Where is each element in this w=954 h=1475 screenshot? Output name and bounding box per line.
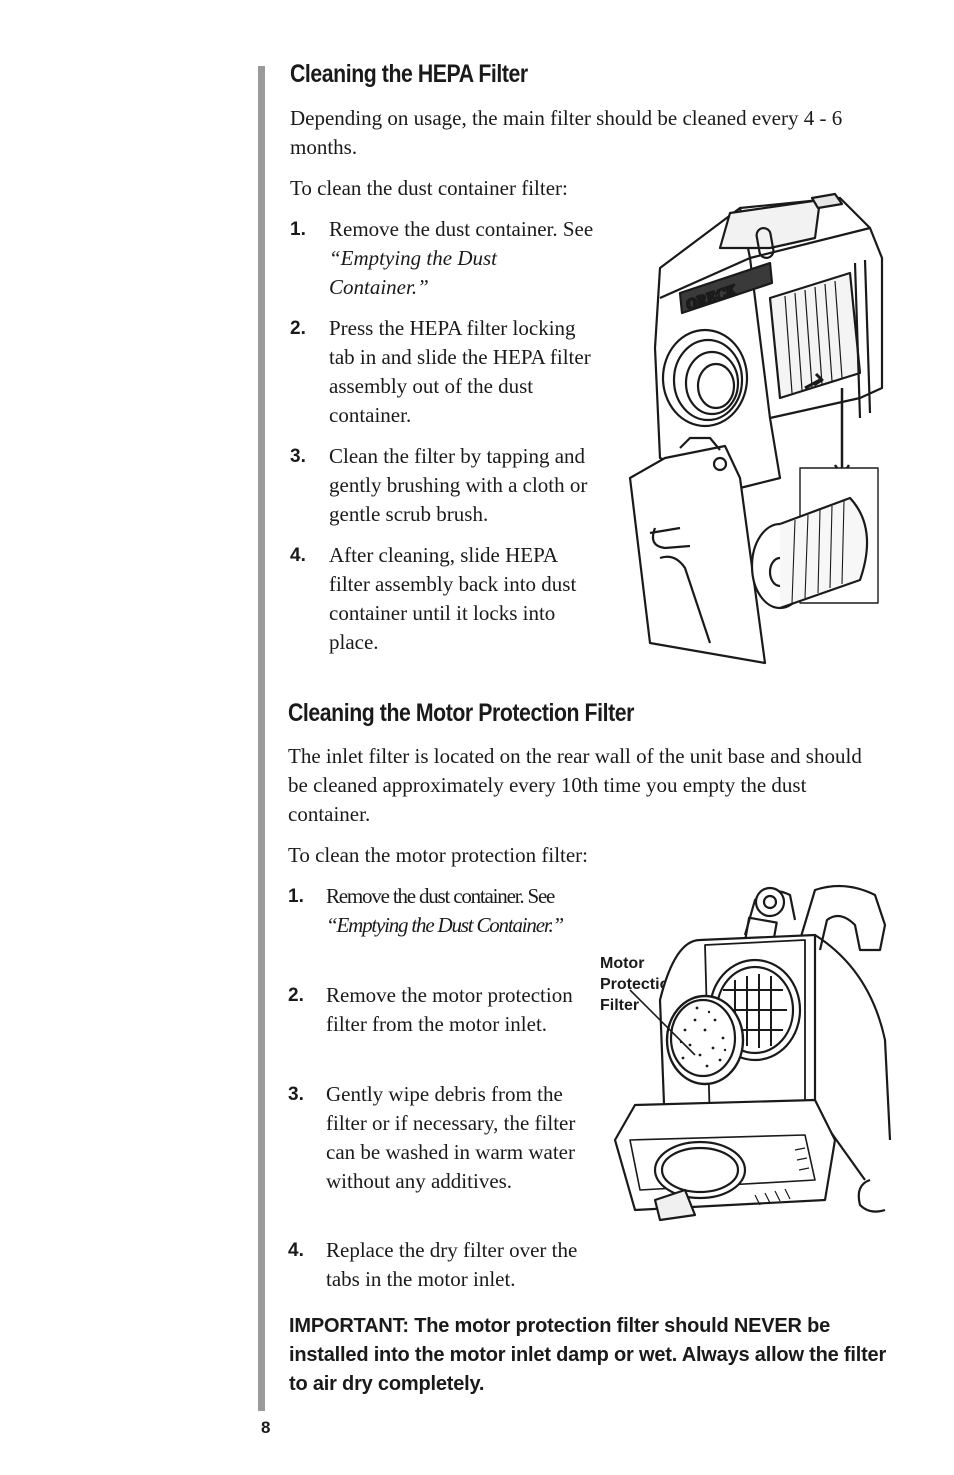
step-text: Remove the motor protection filter from … xyxy=(326,983,573,1036)
important-notice: IMPORTANT: The motor protection filter s… xyxy=(289,1315,887,1395)
step-number: 4. xyxy=(288,1240,304,1261)
callout-line: Protection xyxy=(600,976,680,993)
step-text: Remove the dust container. See xyxy=(329,217,594,241)
step-number: 2. xyxy=(290,318,306,339)
motor-step-2: 2. Remove the motor protection filter fr… xyxy=(288,981,598,1071)
motor-intro: The inlet filter is located on the rear … xyxy=(288,744,862,826)
page-number: 8 xyxy=(261,1418,271,1437)
motor-step-3: 3. Gently wipe debris from the filter or… xyxy=(288,1080,598,1230)
motor-step-1: 1. Remove the dust container. See “Empty… xyxy=(288,882,598,972)
step-number: 2. xyxy=(288,985,304,1006)
motor-heading: Cleaning the Motor Protection Filter xyxy=(288,699,634,727)
hepa-intro: Depending on usage, the main filter shou… xyxy=(290,106,843,159)
hepa-lead-in: To clean the dust container filter: xyxy=(290,176,568,200)
step-text: Replace the dry filter over the tabs in … xyxy=(326,1238,578,1291)
callout-line: Motor xyxy=(600,955,645,972)
hepa-filter-illustration: ORECK xyxy=(628,192,884,665)
cross-reference-link[interactable]: “Emptying the Dust Container.” xyxy=(326,913,564,937)
step-text: Remove the dust container. See xyxy=(326,884,555,908)
step-number: 3. xyxy=(290,446,306,467)
hepa-step-3: 3. Clean the filter by tapping and gentl… xyxy=(290,442,610,532)
hepa-heading: Cleaning the HEPA Filter xyxy=(290,60,528,88)
step-number: 4. xyxy=(290,545,306,566)
sidebar-rule xyxy=(258,66,265,1411)
cross-reference-link[interactable]: “Emptying the Dust Container.” xyxy=(329,246,497,299)
motor-lead-in: To clean the motor protection filter: xyxy=(288,843,589,867)
step-text: After cleaning, slide HEPA filter assemb… xyxy=(329,543,577,654)
motor-protection-filter-callout: Motor Protection Filter xyxy=(600,953,679,1016)
callout-line: Filter xyxy=(600,997,640,1014)
motor-step-4: 4. Replace the dry filter over the tabs … xyxy=(288,1236,598,1296)
hepa-step-1: 1. Remove the dust container. See “Empty… xyxy=(290,215,610,305)
step-number: 1. xyxy=(288,886,304,907)
step-text: Gently wipe debris from the filter or if… xyxy=(326,1082,576,1193)
step-number: 1. xyxy=(290,219,306,240)
motor-filter-illustration xyxy=(613,884,892,1222)
hepa-step-2: 2. Press the HEPA filter locking tab in … xyxy=(290,314,610,434)
hepa-step-4: 4. After cleaning, slide HEPA filter ass… xyxy=(290,541,610,661)
step-text: Press the HEPA filter locking tab in and… xyxy=(329,316,591,427)
step-number: 3. xyxy=(288,1084,304,1105)
step-text: Clean the filter by tapping and gently b… xyxy=(329,444,588,526)
